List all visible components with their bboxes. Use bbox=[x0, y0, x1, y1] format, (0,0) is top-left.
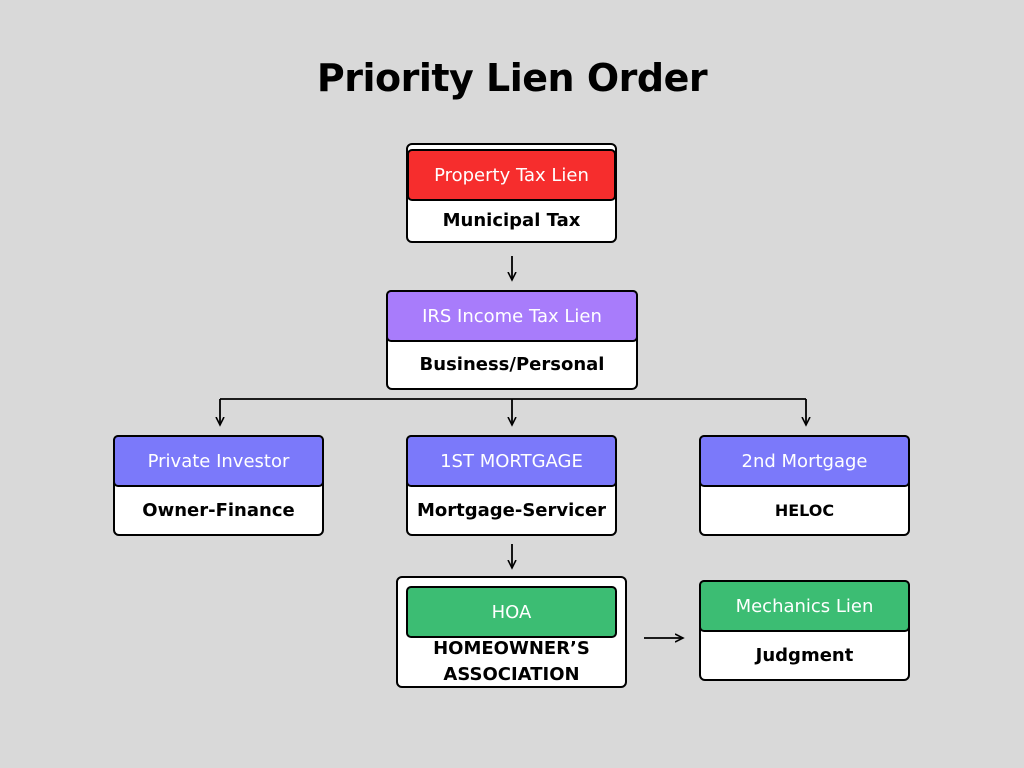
node-subtitle-line: ASSOCIATION bbox=[443, 664, 580, 685]
node-irs-income-tax-lien: IRS Income Tax Lien Business/Personal bbox=[386, 290, 638, 390]
node-header: Property Tax Lien bbox=[407, 149, 616, 201]
node-subtitle: Judgment bbox=[755, 644, 854, 666]
node-header: HOA bbox=[406, 586, 617, 638]
node-header: Mechanics Lien bbox=[699, 580, 910, 632]
node-subtitle: Business/Personal bbox=[419, 354, 605, 375]
node-header: IRS Income Tax Lien bbox=[386, 290, 638, 342]
node-subtitle: Municipal Tax bbox=[442, 210, 581, 231]
node-hoa: HOA HOMEOWNER’S ASSOCIATION bbox=[396, 576, 627, 688]
node-header: 2nd Mortgage bbox=[699, 435, 910, 487]
node-header: 1ST MORTGAGE bbox=[406, 435, 617, 487]
node-mechanics-lien: Mechanics Lien Judgment bbox=[699, 580, 910, 681]
node-subtitle: Mortgage-Servicer bbox=[416, 499, 607, 521]
node-subtitle: HELOC bbox=[774, 500, 835, 520]
node-private-investor: Private Investor Owner-Finance bbox=[113, 435, 324, 536]
diagram-title: Priority Lien Order bbox=[316, 56, 708, 100]
node-subtitle-line: HOMEOWNER’S bbox=[433, 638, 590, 659]
node-subtitle: HOMEOWNER’S ASSOCIATION bbox=[398, 638, 625, 686]
node-first-mortgage: 1ST MORTGAGE Mortgage-Servicer bbox=[406, 435, 617, 536]
node-header: Private Investor bbox=[113, 435, 324, 487]
node-property-tax-lien: Property Tax Lien Municipal Tax bbox=[406, 143, 617, 243]
node-subtitle: Owner-Finance bbox=[142, 499, 295, 521]
node-second-mortgage: 2nd Mortgage HELOC bbox=[699, 435, 910, 536]
